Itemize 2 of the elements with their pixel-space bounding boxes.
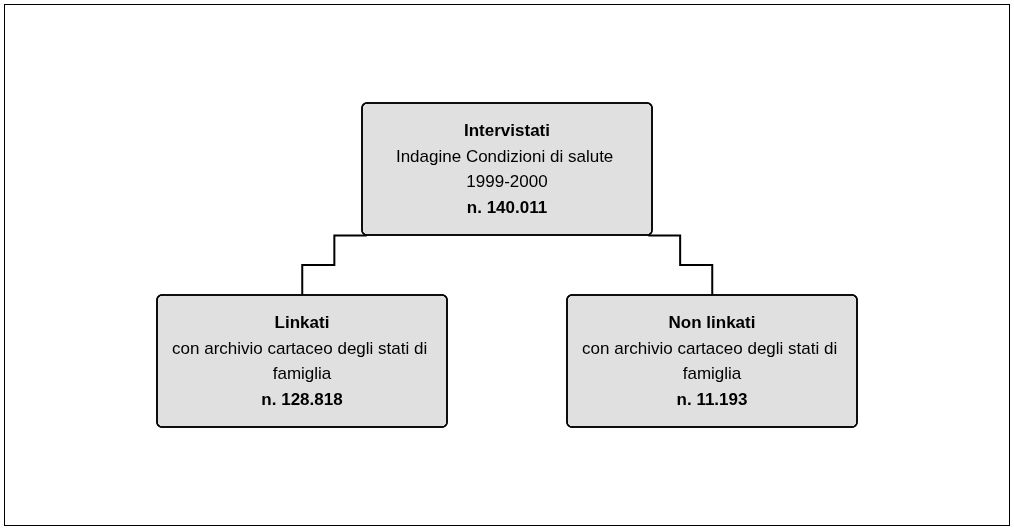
connector <box>301 234 368 297</box>
connector <box>647 234 714 297</box>
